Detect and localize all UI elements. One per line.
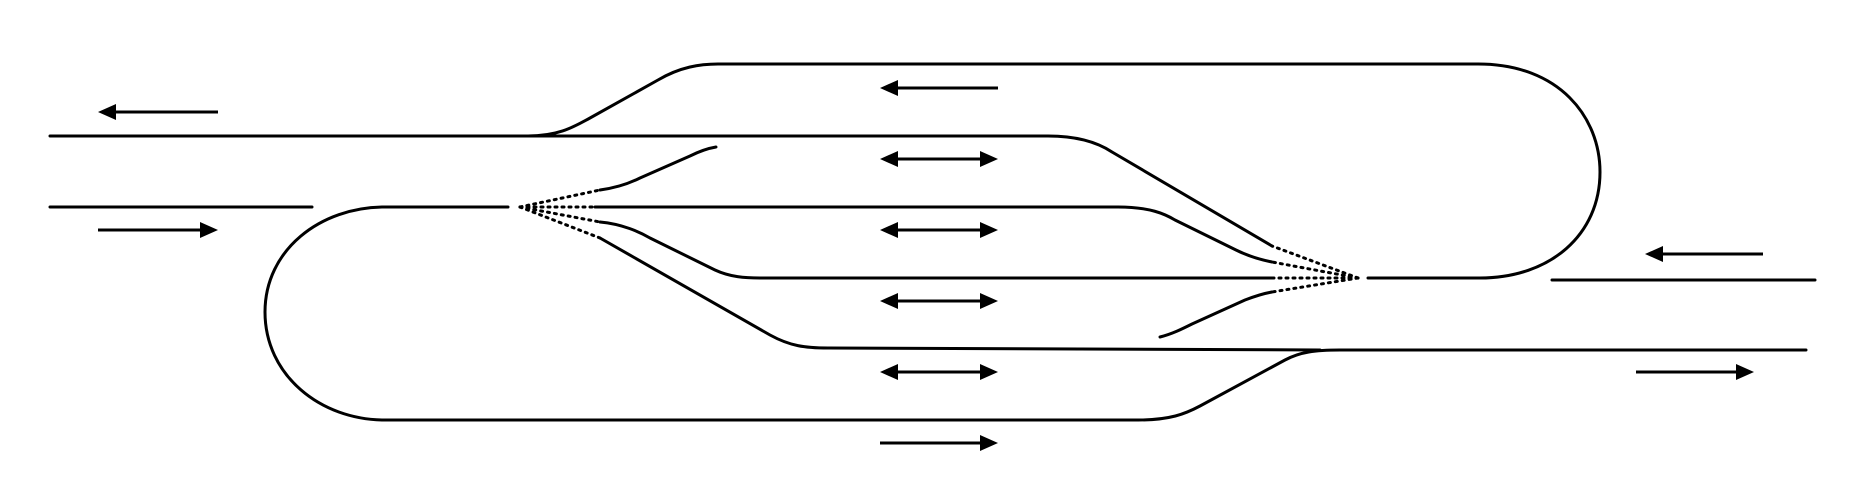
top-loop-westbound-arrow	[880, 80, 998, 96]
track-1-bidirectional-arrow	[880, 151, 998, 167]
track-3-bidirectional-arrow	[880, 293, 998, 309]
upper-left-westbound-arrow	[98, 104, 218, 120]
track-2	[593, 205, 1274, 264]
track-4	[598, 236, 1322, 352]
track-1	[526, 134, 1274, 248]
left-eastbound-arrow	[98, 222, 218, 238]
track-3	[598, 220, 1274, 280]
right-westbound-arrow	[1645, 246, 1763, 262]
left-junction-switch	[518, 188, 602, 240]
direction-arrows	[98, 80, 1763, 451]
left-siding-stub	[598, 145, 718, 192]
bottom-loop-eastbound-arrow	[880, 435, 998, 451]
right-siding-stub	[1158, 290, 1274, 339]
top-loop-track	[526, 62, 1602, 280]
right-eastbound-arrow	[1636, 364, 1754, 380]
track-4-bidirectional-arrow	[880, 364, 998, 380]
bottom-loop-track	[263, 205, 1808, 422]
right-junction-switch	[1270, 244, 1360, 294]
track-2-bidirectional-arrow	[880, 222, 998, 238]
